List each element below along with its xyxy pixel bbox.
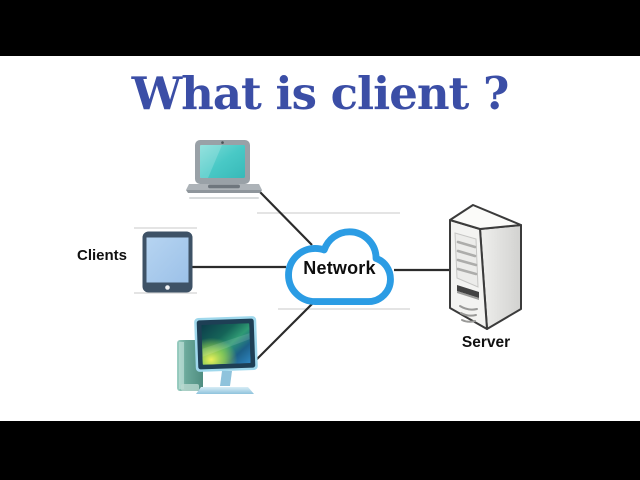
edge-desktop-network xyxy=(252,296,320,364)
bottom-letterbox-bar xyxy=(0,421,640,480)
laptop-icon xyxy=(186,139,262,201)
network-cloud-icon xyxy=(284,224,395,306)
network-label: Network xyxy=(303,258,376,278)
server-tower-icon xyxy=(448,203,524,333)
desktop-computer-icon xyxy=(168,314,260,400)
server-label: Server xyxy=(461,334,511,351)
tablet-icon xyxy=(142,231,193,293)
page-title: What is client ? xyxy=(131,67,510,120)
edge-laptop-network xyxy=(258,190,313,246)
clients-label: Clients xyxy=(76,247,127,264)
top-letterbox-bar xyxy=(0,0,640,56)
